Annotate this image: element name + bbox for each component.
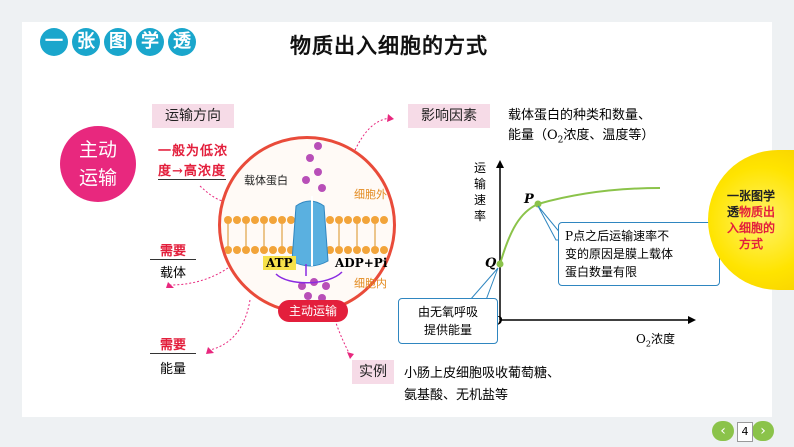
- outside-label: 细胞外: [354, 188, 387, 201]
- energy-item: 能量: [159, 362, 186, 377]
- membrane-drawing: [224, 142, 388, 302]
- graph-xlabel: O2浓度: [636, 332, 675, 349]
- banner-char: 一: [40, 28, 68, 56]
- point-q: [496, 260, 504, 268]
- arrowhead: [387, 114, 394, 122]
- active-transport-line: 运输: [78, 167, 117, 189]
- connector-carrier: [169, 267, 229, 286]
- arrowhead: [347, 352, 354, 359]
- factors-line-2: 能量（O2浓度、温度等）: [508, 128, 655, 146]
- note-q: 由无氧呼吸 提供能量: [398, 298, 498, 344]
- carrier-protein-label: 载体蛋白: [244, 174, 288, 187]
- cell-diagram: [218, 136, 396, 314]
- examples-box: 实例: [352, 360, 394, 384]
- point-p: [534, 200, 542, 208]
- connector-factors: [354, 117, 391, 151]
- page-title: 物质出入细胞的方式: [290, 34, 488, 58]
- rate-curve: [499, 187, 661, 265]
- factors-line-1: 载体蛋白的种类和数量、: [508, 108, 652, 123]
- active-transport-line: 主动: [78, 139, 117, 161]
- slide: [22, 22, 772, 417]
- active-transport-badge: 主动运输: [278, 300, 348, 322]
- carrier-item: 载体: [159, 266, 186, 281]
- examples-line-1: 小肠上皮细胞吸收葡萄糖、: [404, 366, 561, 381]
- atp-label: ATP: [263, 256, 296, 270]
- carrier-need: 需要: [150, 240, 196, 260]
- arrowhead: [206, 347, 214, 354]
- factors-box: 影响因素: [408, 104, 490, 128]
- arrowhead: [166, 282, 174, 288]
- prev-button[interactable]: ‹: [712, 421, 734, 441]
- banner-char: 图: [104, 28, 132, 56]
- next-button[interactable]: ›: [752, 421, 774, 441]
- page-number: 4: [737, 422, 753, 442]
- carrier-protein-shape: [291, 200, 329, 267]
- active-transport-circle: 主动 运输: [60, 126, 136, 202]
- direction-box: 运输方向: [152, 104, 234, 128]
- graph-ylabel: 运 输 速 率: [473, 161, 486, 223]
- direction-line-2: 度→高浓度: [158, 160, 226, 180]
- examples-line-2: 氨基酸、无机盐等: [404, 388, 509, 403]
- adp-label: ADP+Pi: [335, 256, 388, 270]
- banner-char: 张: [72, 28, 100, 56]
- banner-char: 学: [136, 28, 164, 56]
- connector-examples: [334, 319, 351, 356]
- side-badge-text: 一张图学 透物质出 入细胞的 方式: [726, 189, 776, 251]
- energy-need: 需要: [150, 334, 196, 354]
- inside-label: 细胞内: [354, 277, 387, 290]
- label-p: P: [524, 192, 534, 207]
- banner-char: 透: [168, 28, 196, 56]
- note-p: P点之后运输速率不 变的原因是膜上载体 蛋白数量有限: [558, 222, 720, 286]
- label-q: Q: [485, 256, 497, 271]
- direction-line-1: 一般为低浓: [158, 144, 229, 159]
- connector-energy: [209, 299, 251, 351]
